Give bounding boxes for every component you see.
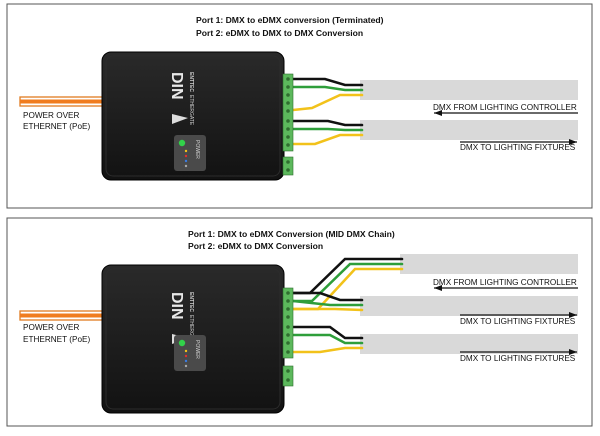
led-label-power: POWER — [194, 140, 200, 159]
arrow-left-icon — [434, 285, 578, 291]
poe-cable — [19, 310, 109, 321]
cable-label-fixtures-1: DMX TO LIGHTING FIXTURES — [460, 317, 576, 326]
cable-label-controller: DMX FROM LIGHTING CONTROLLER — [433, 278, 577, 287]
poe-label-line2: ETHERNET (PoE) — [23, 335, 90, 344]
model-logo: DIN — [168, 72, 185, 100]
enttec-din-device: ENTTEC DIN ETHERGATE POWER — [101, 51, 294, 181]
dmx-cable-out-1 — [360, 296, 578, 316]
dmx-cable-out — [360, 120, 578, 140]
brand-logo: ENTTEC — [188, 72, 194, 92]
dmx-cable-in — [400, 254, 578, 274]
logo-arrow-icon — [172, 114, 188, 124]
arrow-right-icon — [460, 349, 577, 355]
dmx-wires — [291, 77, 364, 146]
poe-label-line1: POWER OVER — [23, 323, 79, 332]
arrow-left-icon — [434, 110, 578, 116]
brand-logo: ENTTEC — [188, 292, 194, 312]
poe-label-line1: POWER OVER — [23, 111, 79, 120]
cable-label-fixtures: DMX TO LIGHTING FIXTURES — [460, 143, 576, 152]
status-led-green — [178, 139, 186, 147]
panel-2-title-line1: Port 1: DMX to eDMX Conversion (MID DMX … — [188, 229, 395, 239]
dmx-terminal-block — [282, 287, 294, 387]
panel-2-title-line2: Port 2: eDMX to DMX Conversion — [188, 241, 323, 251]
arrow-right-icon — [460, 312, 577, 318]
panel-1: Port 1: DMX to eDMX conversion (Terminat… — [6, 3, 593, 209]
model-logo: DIN — [168, 292, 185, 320]
panel-1-title-line2: Port 2: eDMX to DMX to DMX Conversion — [196, 28, 363, 38]
model-sub: ETHERGATE — [188, 315, 194, 346]
status-led-green — [178, 339, 186, 347]
dmx-terminal-block — [282, 73, 294, 176]
dmx-cable-in — [360, 80, 578, 100]
model-sub: ETHERGATE — [188, 95, 194, 126]
arrow-right-icon — [460, 139, 577, 145]
panel-1-title-line1: Port 1: DMX to eDMX conversion (Terminat… — [196, 15, 384, 25]
cable-label-controller: DMX FROM LIGHTING CONTROLLER — [433, 103, 577, 112]
led-panel: POWER — [174, 135, 206, 171]
led-panel: POWER — [174, 335, 206, 371]
cable-label-fixtures-2: DMX TO LIGHTING FIXTURES — [460, 354, 576, 363]
enttec-din-device: ENTTEC DIN ETHERGATE POWER — [101, 264, 294, 414]
panel-2: Port 1: DMX to eDMX Conversion (MID DMX … — [6, 217, 593, 427]
led-label-power: POWER — [194, 340, 200, 359]
poe-cable — [19, 96, 109, 107]
dmx-wires — [291, 257, 404, 354]
dmx-cable-out-2 — [360, 334, 578, 354]
poe-label-line2: ETHERNET (PoE) — [23, 122, 90, 131]
